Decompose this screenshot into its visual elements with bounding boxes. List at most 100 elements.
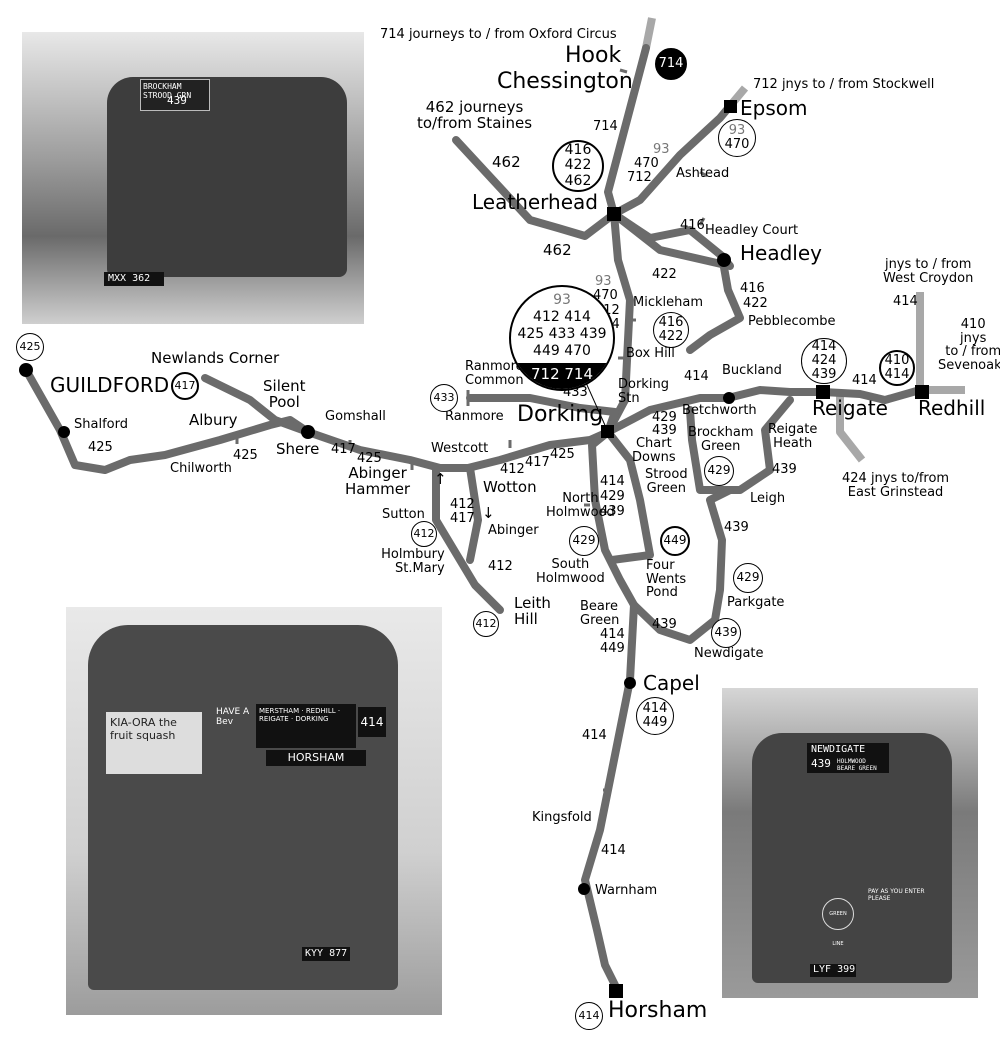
stop-epsom [724,100,737,113]
route-label: 93 [595,274,612,289]
stop-shere [301,425,315,439]
route-label: 712 [627,170,652,185]
route-dorking-four-wents [604,428,654,564]
route-label: 425 [550,447,575,462]
route-label: 93 [653,142,670,157]
route-714-hook-leatherhead [604,44,650,218]
place-chilworth: Chilworth [170,461,232,476]
route-label: 462 [543,241,572,259]
coach-body [752,733,952,983]
badge-leatherhead: 416 422 462 [552,140,604,192]
route-417-newlands-shere [201,374,312,436]
route-label: 425 [357,451,382,466]
stop-guildford [19,363,33,377]
stop-headley [717,253,731,267]
route-label: 439 [600,504,625,519]
badge-brockham-429: 429 [704,456,734,486]
badge-parkgate-429: 429 [733,563,763,593]
town-guildford: GUILDFORD [50,373,170,397]
front-advert: HAVE A Bev [216,707,250,727]
route-label: 414 [600,474,625,489]
route-label: 414 [600,627,625,642]
place-sutton: Sutton [382,507,425,522]
badge-horsham-414: 414 [575,1002,603,1030]
route-label: 439 [652,617,677,632]
town-chessington: Chessington [497,69,633,94]
route-label: 449 [600,641,625,656]
stop-betchworth [723,392,735,404]
route-label: 462 [492,153,521,171]
town-horsham: Horsham [608,998,708,1023]
route-reigate-redhill [819,386,924,404]
place-shalford: Shalford [74,417,128,432]
stop-leatherhead [607,207,621,221]
place-ashtead: Ashtead [676,166,730,181]
place-leigh: Leigh [750,491,786,506]
badge-ranmore-433: 433 [430,384,458,412]
town-hook: Hook [565,43,622,68]
badge-capel: 414 449 [636,697,674,735]
town-reigate: Reigate [812,396,888,420]
route-label: 414 [852,373,877,388]
place-abinger: Abinger [488,523,539,538]
badge-guildford-425: 425 [16,333,44,361]
badge-box-hill: 416 422 [653,312,689,348]
via-blind: MERSTHAM · REDHILL · REIGATE · DORKING [256,704,356,748]
route-label: 425 [88,440,113,455]
place-betchworth: Betchworth [682,403,757,418]
stop-dorking [601,425,614,438]
route-label: 439 [724,520,749,535]
badge-epsom: 93 470 [718,119,756,157]
route-label: 417 [331,442,356,457]
destination-blind: BROCKHAM STROOD GRN 439 [140,79,210,111]
badge-hook-714: 714 [655,48,687,80]
place-westcott: Westcott [431,441,489,456]
place-pebblecombe: Pebblecombe [748,314,836,329]
fare-notice: PAY AS YOU ENTER PLEASE [868,888,925,902]
stop-warnham [578,883,590,895]
place-parkgate: Parkgate [727,595,785,610]
route-label: 470 [634,156,659,171]
place-newdigate: Newdigate [694,646,764,661]
stop-redhill [915,385,929,399]
route-label: 416 [680,218,705,233]
route-label: 422 [743,296,768,311]
side-advert: KIA-ORA the fruit squash [106,712,202,774]
destination-blind: HORSHAM [266,750,366,766]
arrow-down-icon: ↓ [482,504,495,522]
badge-reigate: 414 424 439 [801,338,847,384]
route-label: 414 [601,843,626,858]
badge-redhill: 410 414 [879,350,915,386]
route-439-leigh-newdigate [630,486,734,644]
route-462-staines-leatherhead [452,136,618,240]
place-buckland: Buckland [722,363,782,378]
town-capel: Capel [643,671,700,695]
town-redhill: Redhill [918,396,986,420]
route-betchworth-reigate-heath [686,396,794,494]
route-label: 414 [582,728,607,743]
route-label: 470 [593,288,618,303]
stop-shalford [58,426,70,438]
route-label: 417 [450,511,475,526]
badge-leith-hill-412: 412 [473,611,499,637]
route-label: 429 [600,489,625,504]
photo-single-deck-bus-439: BROCKHAM STROOD GRN 439 MXX 362 [22,32,364,324]
number-plate: KYY 877 [302,947,350,961]
route-beare-green-horsham [581,601,638,989]
route-label: 412 [450,497,475,512]
town-leatherhead: Leatherhead [472,190,598,214]
note-714-oxford-circus: 714 journeys to / from Oxford Circus [380,27,617,42]
badge-newdigate-439: 439 [711,618,741,648]
number-plate: MXX 362 [104,272,164,286]
route-westcott-abinger [466,464,482,564]
photo-green-line-coach-439: NEWDIGATE 439 HOLMWOOD BEARE GREEN PAY A… [722,688,978,998]
